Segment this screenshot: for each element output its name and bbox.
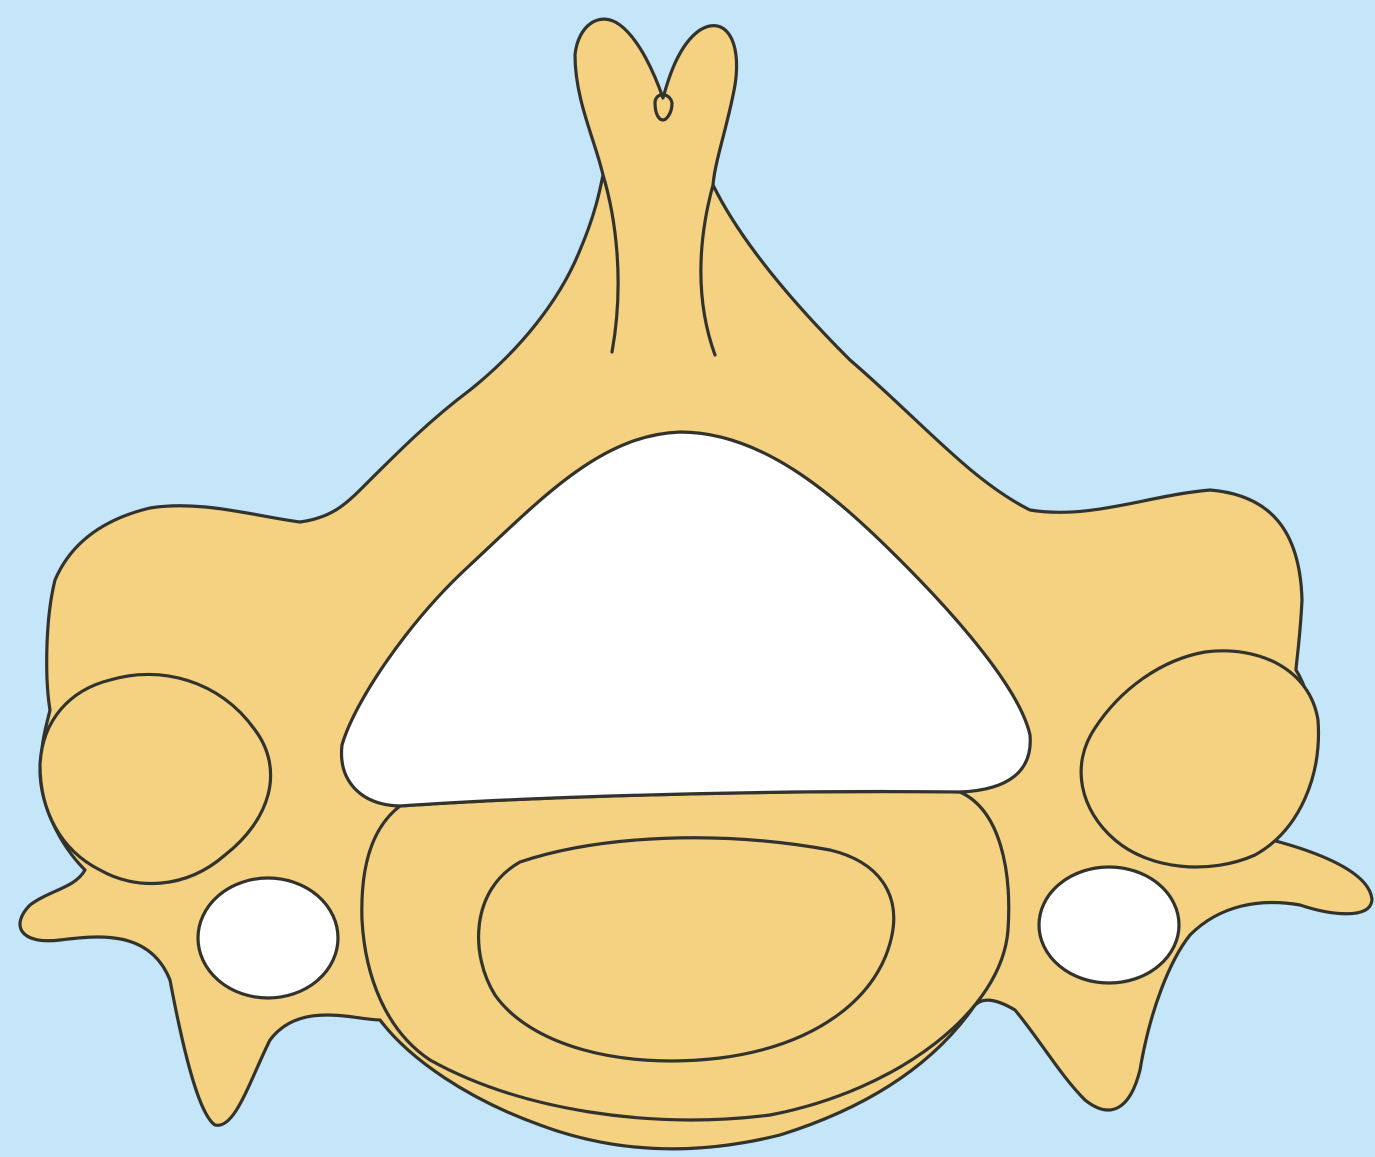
right-transverse-foramen[interactable] [1039,867,1179,983]
left-transverse-foramen[interactable] [198,878,338,998]
